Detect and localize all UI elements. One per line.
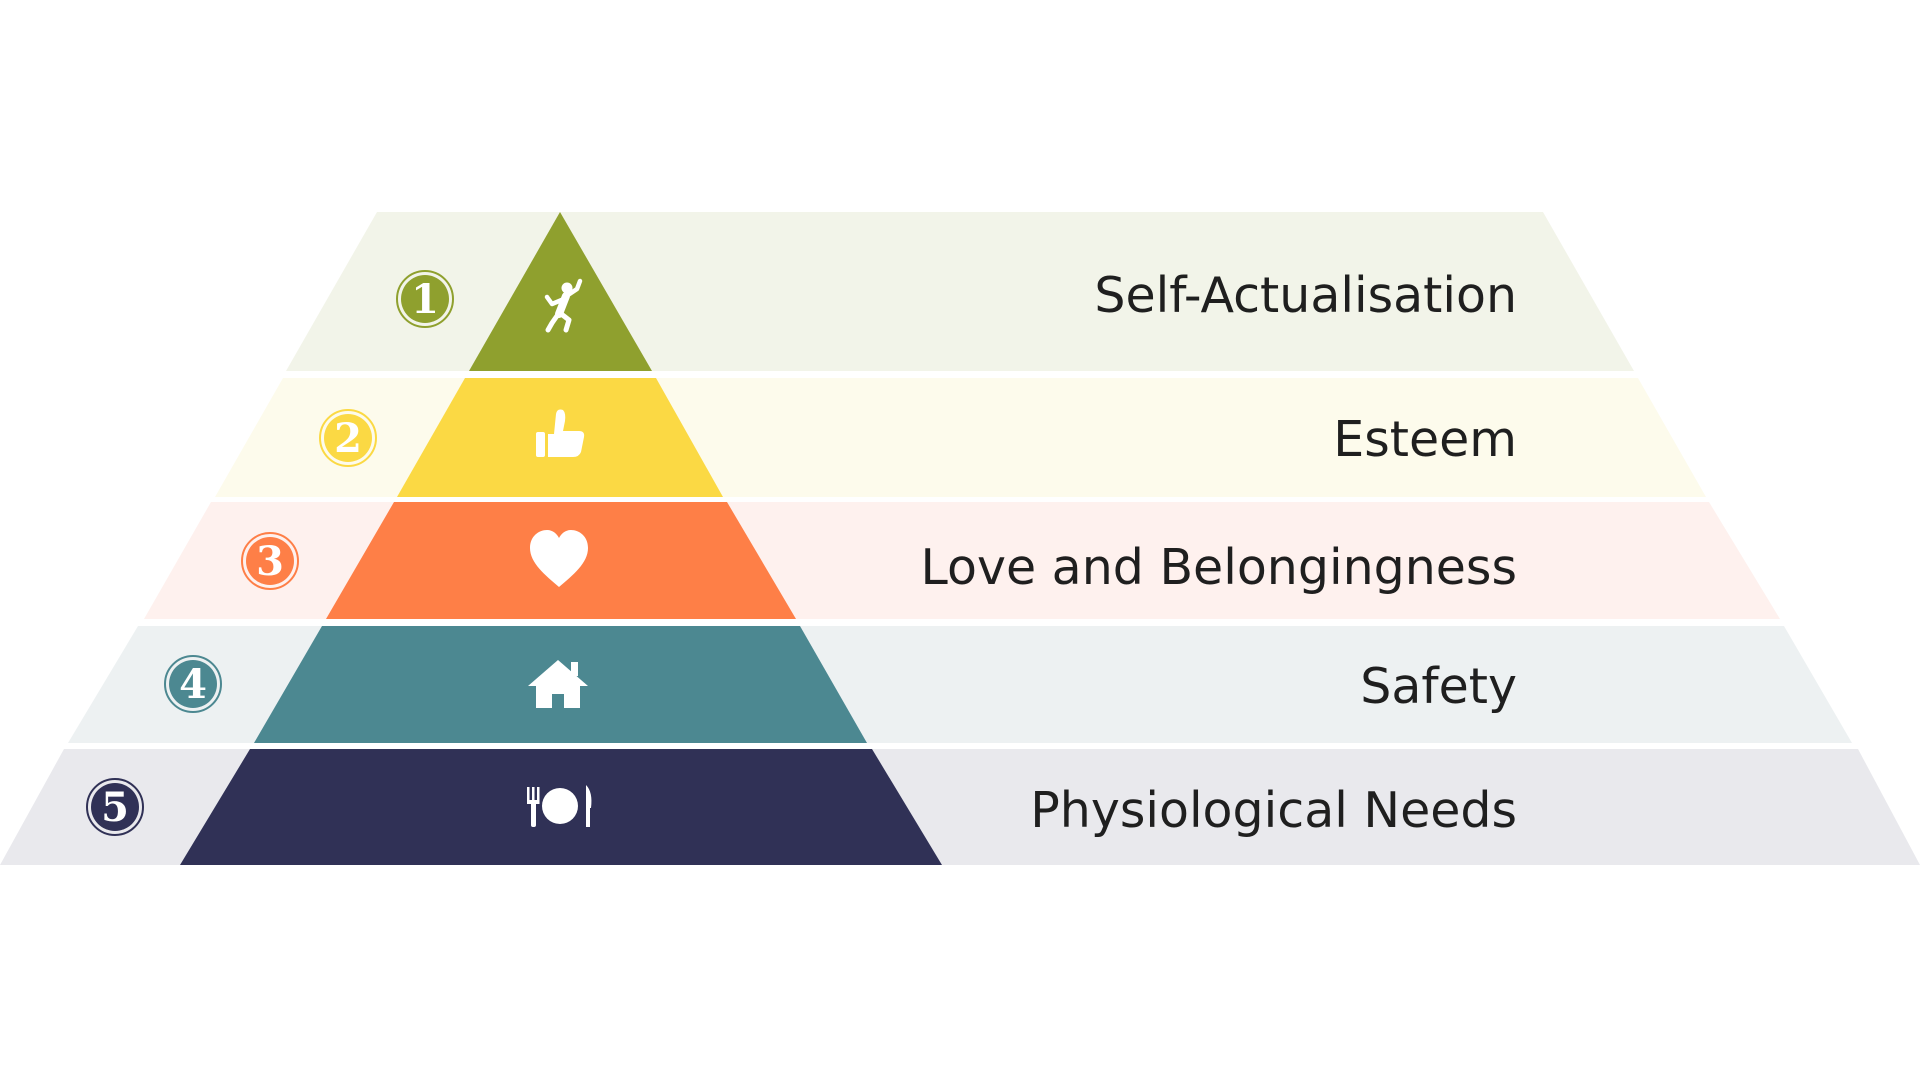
badge-circle [246,537,294,585]
badge-number: 2 [334,415,362,462]
level-label: Self-Actualisation [1094,267,1517,324]
badge-outer-ring [319,409,377,467]
badge-number: 5 [101,784,129,831]
pyramid-level-4: 4 Safety [68,626,1852,743]
thumbs-up-icon [536,409,585,457]
number-badge: 3 [241,532,299,590]
badge-circle [401,275,449,323]
badge-circle [169,660,217,708]
badge-circle [91,783,139,831]
number-badge: 2 [319,409,377,467]
house-icon [528,660,588,708]
badge-outer-ring [164,655,222,713]
pyramid-level-2: 2 Esteem [215,378,1706,497]
badge-outer-ring [396,270,454,328]
level-label: Physiological Needs [1030,782,1517,839]
pyramid-level-5: 5 Physiological Needs [0,749,1920,865]
pyramid-segment [469,212,652,371]
badge-number: 4 [179,661,207,708]
badge-number: 3 [256,538,284,585]
badge-outer-ring [241,532,299,590]
number-badge: 4 [164,655,222,713]
level-label: Esteem [1333,411,1517,468]
heart-icon [530,530,588,587]
badge-number: 1 [411,276,439,323]
number-badge: 5 [86,778,144,836]
plate-and-cutlery-icon [527,785,592,827]
celebrating-person-icon [544,278,583,333]
level-label: Love and Belongingness [921,539,1517,596]
number-badge: 1 [396,270,454,328]
badge-circle [324,414,372,462]
pyramid-level-1: 1 Self-Actualisation [286,212,1634,371]
level-label: Safety [1360,658,1517,715]
badge-outer-ring [86,778,144,836]
pyramid-level-3: 3 Love and Belongingness [144,502,1780,619]
